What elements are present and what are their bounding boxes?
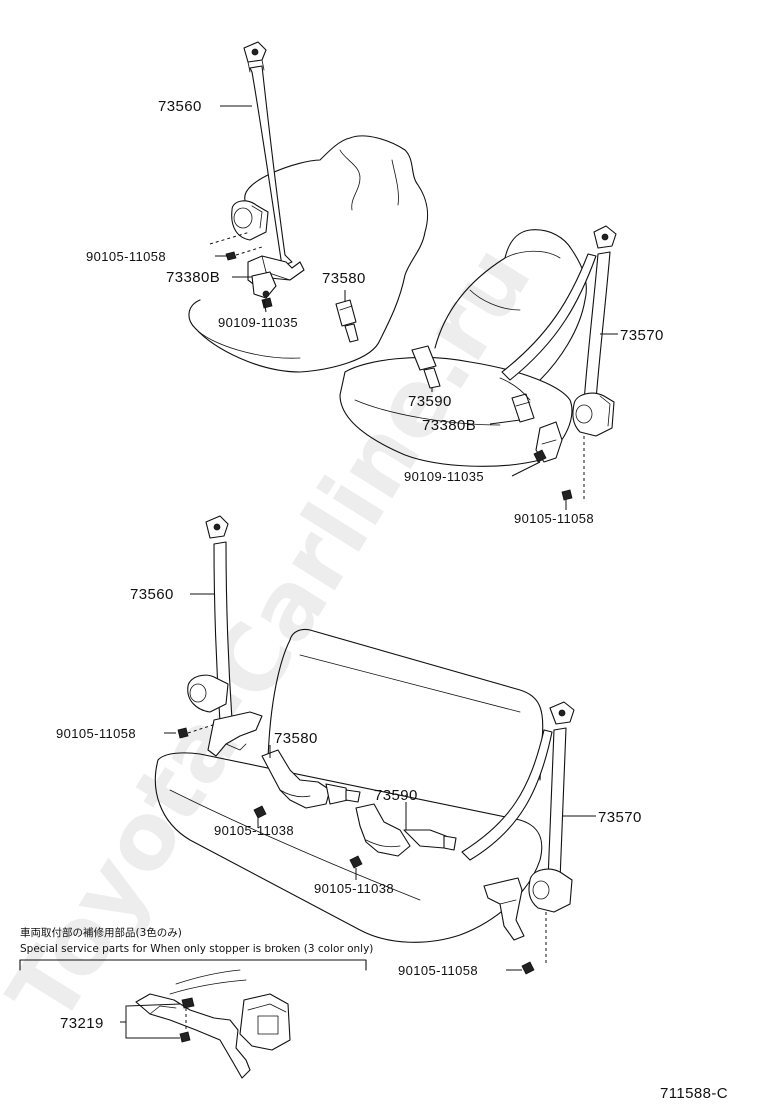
rear-right-belt-webbing [547, 727, 567, 881]
driver-retractor [231, 200, 269, 241]
note-english: Special service parts for When only stop… [20, 943, 373, 955]
passenger-seat-back [434, 229, 587, 381]
leader-73219 [120, 1003, 181, 1039]
driver-buckle [335, 299, 357, 327]
rear-buckle-bolt-left [253, 805, 267, 819]
passenger-buckle-bracket [511, 393, 535, 423]
rear-right-retractor [528, 868, 573, 913]
label-73590-rear: 73590 [374, 787, 418, 804]
passenger-seat-cushion [339, 356, 573, 467]
stopper-clip-top [181, 997, 195, 1009]
passenger-anchor-bolt [561, 489, 573, 501]
rear-left-lower-bracket [207, 711, 263, 757]
rear-left-retractor [187, 674, 229, 713]
driver-seat-back [188, 135, 429, 373]
label-73570-rear: 73570 [598, 809, 642, 826]
label-90109-11035-passenger: 90109-11035 [404, 469, 484, 484]
label-90109-11035-driver: 90109-11035 [218, 315, 298, 330]
note-bracket-line [19, 959, 367, 971]
label-90105-11058-passenger: 90105-11058 [514, 511, 594, 526]
rear-left-anchor-bolt [177, 727, 189, 739]
label-73590-front: 73590 [408, 393, 452, 410]
special-service-note: 車両取付部の補修用部品(3色のみ) Special service parts … [19, 926, 373, 971]
stopper-detail-group [135, 969, 291, 1079]
rear-seat-back [289, 628, 544, 781]
label-90105-11058-rear-left: 90105-11058 [56, 726, 136, 741]
driver-anchor-bolt [225, 251, 237, 261]
note-japanese: 車両取付部の補修用部品(3色のみ) [20, 926, 182, 939]
label-90105-11038-left: 90105-11038 [214, 823, 294, 838]
rear-buckle-73590 [355, 803, 411, 857]
rear-bench-seat-group [154, 515, 575, 975]
label-90105-11058-rear-right: 90105-11058 [398, 963, 478, 978]
label-73560-rear: 73560 [130, 586, 174, 603]
front-driver-seat-group [188, 41, 429, 373]
driver-seat-back-seam [339, 149, 361, 211]
label-73580-rear: 73580 [274, 730, 318, 747]
stopper-clip-bottom [179, 1031, 191, 1043]
label-90105-11038-right: 90105-11038 [314, 881, 394, 896]
watermark: Toyota-Carline.ru [0, 228, 552, 1042]
label-73570-front: 73570 [620, 327, 664, 344]
passenger-buckle-bolt [533, 449, 547, 463]
driver-seat-cushion [194, 327, 301, 359]
label-73219: 73219 [60, 1015, 104, 1032]
front-passenger-seat-group [339, 225, 617, 501]
driver-buckle-bracket [251, 271, 277, 299]
rear-right-lower-bracket [483, 877, 525, 941]
label-90105-11058-driver: 90105-11058 [86, 249, 166, 264]
passenger-buckle [411, 345, 437, 371]
stopper-retractor [239, 993, 291, 1051]
rear-right-anchor-bolt [521, 961, 535, 975]
diagram-code: 711588-C [660, 1085, 728, 1102]
passenger-retractor [572, 392, 615, 437]
label-73380b-passenger: 73380B [422, 417, 476, 434]
label-73580-driver: 73580 [322, 270, 366, 287]
rear-buckle-bolt-right [349, 855, 363, 869]
label-73560-front: 73560 [158, 98, 202, 115]
label-73380b-driver: 73380B [166, 269, 220, 286]
rear-seat-cushion [154, 752, 543, 943]
